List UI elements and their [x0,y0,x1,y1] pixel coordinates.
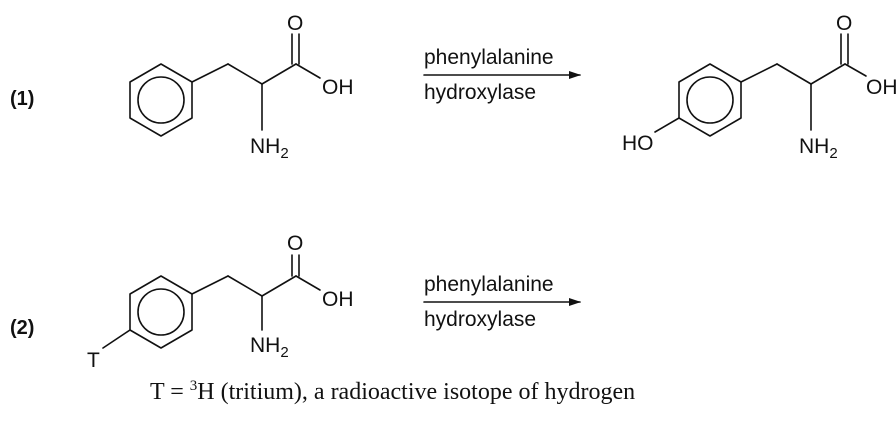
hydroxyl-label: OH [322,288,354,311]
reactant-2-tritiated-phenylalanine: T O OH NH2 [87,232,354,372]
carbonyl-o-label: O [287,12,303,35]
reaction-1-arrow: phenylalanine hydroxylase [423,46,581,104]
bond-ring-oh [654,117,680,133]
aromatic-circle [686,76,734,124]
reaction-2: (2) T O OH NH2 phenylalanine hydroxylase [10,232,581,372]
reagent-line2: hydroxylase [424,81,536,104]
aromatic-circle [137,76,185,124]
bond-ring-ch2 [191,63,229,83]
phenol-ho-label: HO [622,132,654,155]
hydroxyl-label: OH [866,76,896,99]
bond-ch2-alpha [227,63,263,85]
reactant-1-phenylalanine: O OH NH2 [129,12,354,162]
reagent-line2: hydroxylase [424,308,536,331]
aromatic-circle [137,288,185,336]
tritium-label: T [87,349,100,372]
benzene-ring [678,63,742,137]
bond-alpha-c [261,275,297,297]
bond-ring-ch2 [740,63,778,83]
bond-ring-t [102,329,131,349]
product-1-tyrosine: HO O OH NH2 [622,12,896,162]
reagent-line1: phenylalanine [424,273,554,296]
reaction-1-number: (1) [10,88,34,110]
bond-c-oh [295,275,321,291]
tritium-footnote: T = 3H (tritium), a radioactive isotope … [150,378,635,405]
bond-c-oh [844,63,867,77]
bond-alpha-c [261,63,297,85]
bond-ch2-alpha [227,275,263,297]
carbonyl-o-label: O [836,12,852,35]
carbonyl-o-label: O [287,232,303,255]
benzene-ring [129,275,193,349]
reaction-1: (1) O OH NH2 phenylalanine hydroxylase [10,12,896,162]
reaction-2-number: (2) [10,317,34,339]
bond-ch2-alpha [776,63,812,85]
amine-label: NH2 [799,135,838,162]
hydroxyl-label: OH [322,76,354,99]
benzene-ring [129,63,193,137]
reagent-line1: phenylalanine [424,46,554,69]
bond-c-oh [295,63,321,79]
amine-label: NH2 [250,135,289,162]
bond-alpha-c [810,63,846,85]
amine-label: NH2 [250,334,289,361]
reaction-2-arrow: phenylalanine hydroxylase [423,273,581,331]
bond-ring-ch2 [191,275,229,295]
